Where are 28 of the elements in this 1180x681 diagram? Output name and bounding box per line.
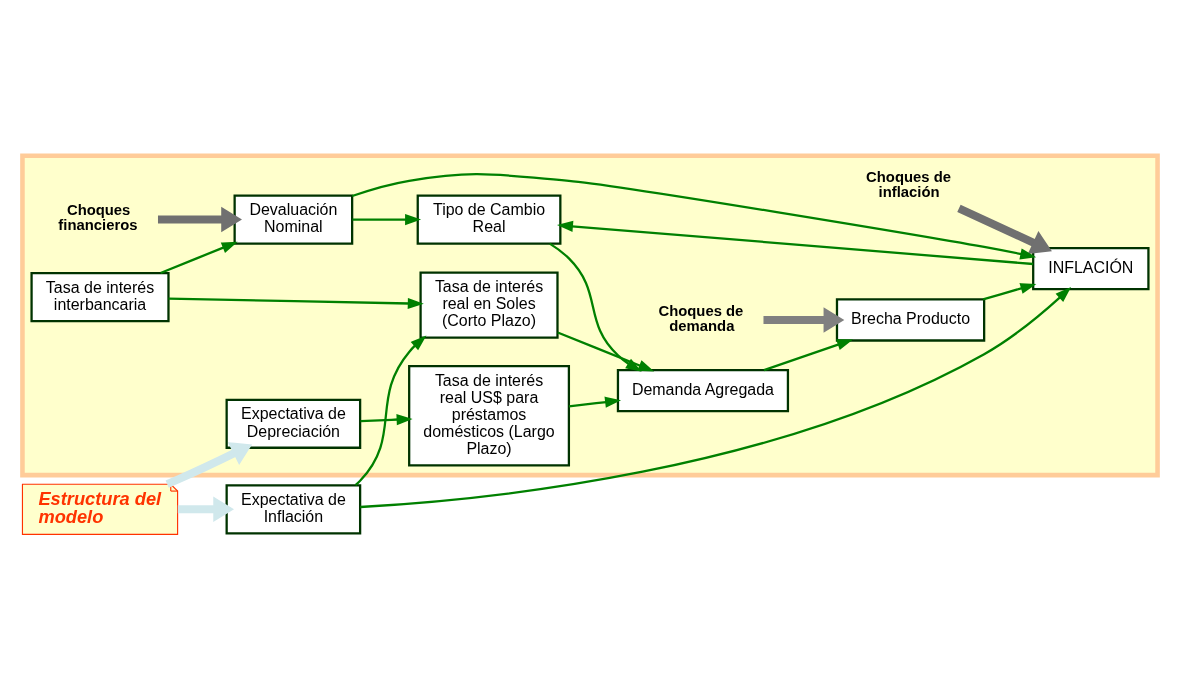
arrow: [168, 297, 424, 310]
node-box: Tasa de interés real US$ para préstamos domésticos (Largo Plazo): [408, 365, 571, 467]
arrow: [360, 287, 1072, 509]
node-box: Tasa de interés real en Soles (Corto Plazo): [419, 271, 559, 339]
arrow: [160, 241, 238, 275]
arrow: [177, 496, 235, 523]
node-text: Choques de inflación: [866, 169, 951, 201]
arrow: [556, 220, 1034, 266]
arrow: [352, 213, 422, 226]
arrow: [165, 442, 253, 488]
node-text: Choques de demanda: [658, 302, 744, 334]
arrow: [568, 396, 622, 408]
node-text: Choques financieros: [58, 202, 138, 234]
cluster: [20, 153, 1160, 478]
node-box: Brecha Producto: [835, 298, 986, 342]
arrow: [354, 335, 427, 487]
arrow: [957, 204, 1052, 255]
node-box: Demanda Agregada: [616, 369, 790, 413]
arrow: [982, 283, 1037, 301]
node-box: Tipo de Cambio Real: [416, 194, 562, 245]
node-box: Expectativa de Depreciación: [225, 398, 362, 449]
node-box: Expectativa de Inflación: [225, 484, 362, 535]
arrow: [360, 413, 413, 426]
node-box: Tasa de interés interbancaria: [30, 272, 170, 323]
arrow: [763, 339, 854, 372]
node-box: INFLACIÓN: [1032, 246, 1150, 291]
node-box: Devaluación Nominal: [233, 194, 354, 245]
arrow: [351, 173, 1037, 260]
